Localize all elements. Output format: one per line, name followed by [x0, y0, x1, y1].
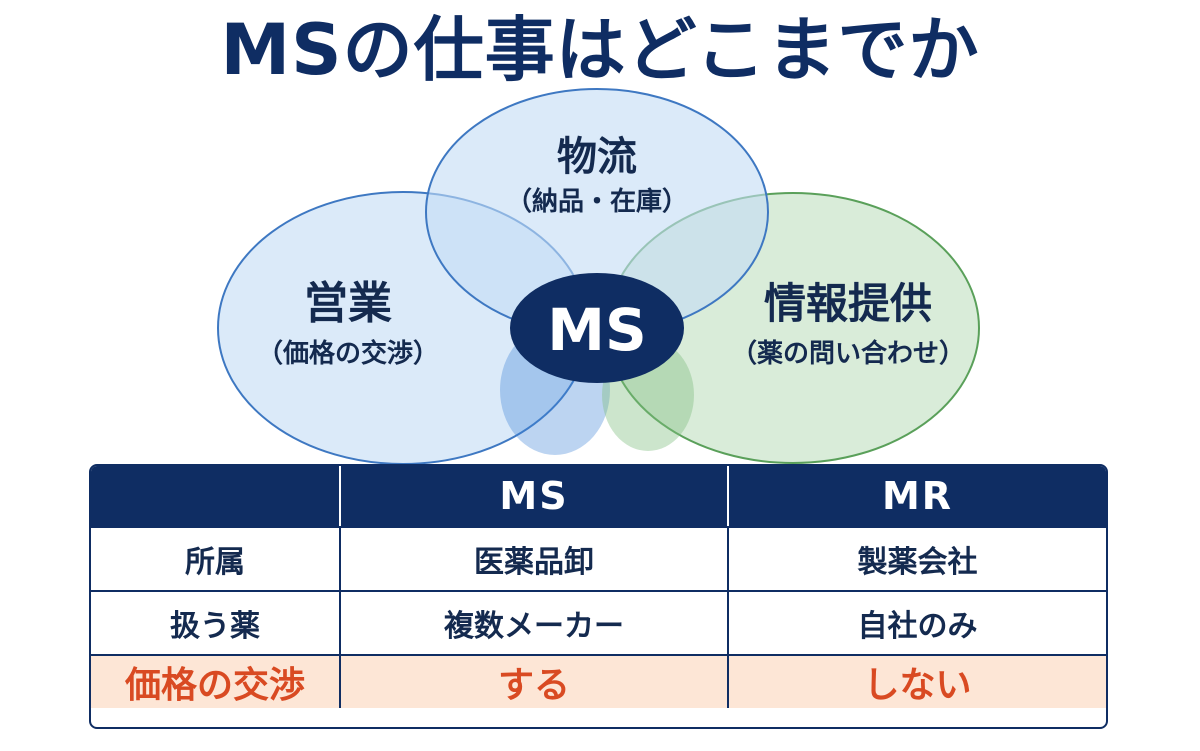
- table-row: 所属 医薬品卸 製薬会社: [91, 526, 1106, 590]
- cell-mr-price-negotiation: しない: [727, 656, 1106, 708]
- venn-sub-sales: （価格の交渉）: [257, 338, 439, 369]
- venn-label-logistics: 物流: [557, 134, 637, 180]
- row-label-affiliation: 所属: [185, 545, 245, 580]
- header-cell-mr: MR: [727, 466, 1106, 526]
- venn-center-ms: [510, 273, 684, 383]
- cell-ms-drugs: 複数メーカー: [339, 592, 727, 654]
- venn-label-info: 情報提供: [764, 279, 932, 328]
- venn-center-label: MS: [547, 296, 647, 364]
- comparison-table: MS MR 所属 医薬品卸 製薬会社 扱う薬 複数メーカー 自社のみ 価格の交渉…: [89, 464, 1108, 729]
- header-cell-ms: MS: [339, 466, 727, 526]
- cell-ms-price-negotiation: する: [339, 656, 727, 708]
- row-label-price-negotiation: 価格の交渉: [124, 665, 305, 706]
- venn-diagram: 物流 （納品・在庫） 営業 （価格の交渉） 情報提供 （薬の問い合わせ） MS: [217, 88, 980, 465]
- venn-sub-logistics: （納品・在庫）: [506, 186, 688, 217]
- page-title: MSの仕事はどこまでか: [220, 9, 980, 91]
- table-row: 扱う薬 複数メーカー 自社のみ: [91, 590, 1106, 654]
- cell-mr-affiliation: 製薬会社: [727, 528, 1106, 590]
- table-header-row: MS MR: [91, 466, 1106, 526]
- cell-mr-drugs: 自社のみ: [727, 592, 1106, 654]
- row-label-drugs: 扱う薬: [170, 609, 260, 644]
- venn-sub-info: （薬の問い合わせ）: [731, 338, 965, 369]
- header-cell-empty: [91, 466, 339, 526]
- venn-label-sales: 営業: [304, 278, 392, 329]
- cell-ms-affiliation: 医薬品卸: [339, 528, 727, 590]
- table-row-highlight: 価格の交渉 する しない: [91, 654, 1106, 708]
